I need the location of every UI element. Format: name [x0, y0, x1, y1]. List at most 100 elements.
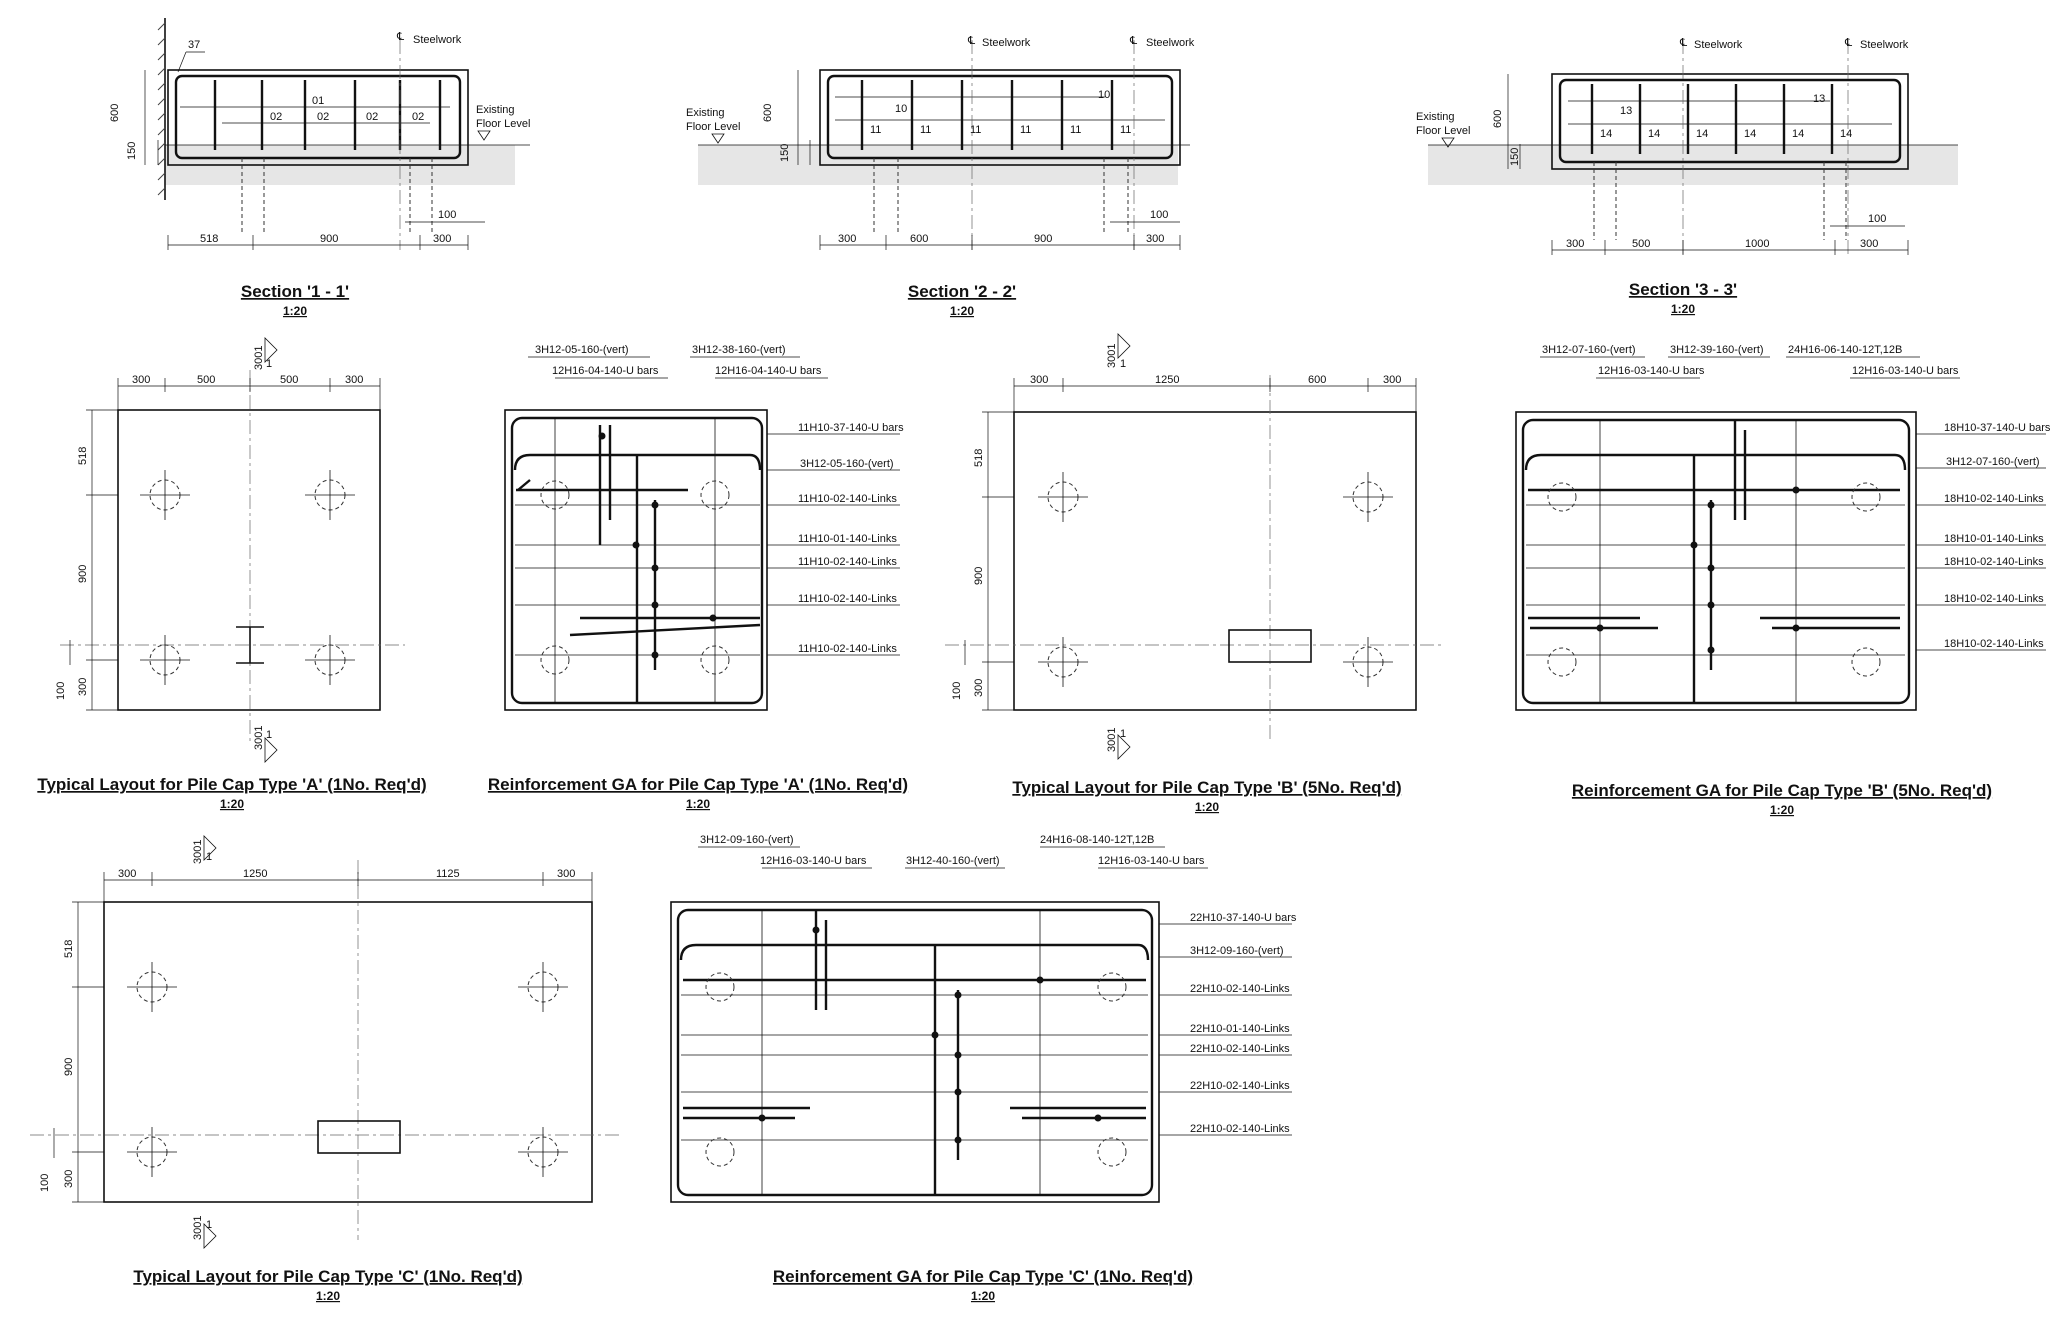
- bar-point: [1596, 624, 1604, 632]
- rebar-label: 3H12-05-160-(vert): [800, 458, 894, 470]
- steelwork-label: Steelwork: [1694, 39, 1743, 51]
- bar-mark: 11: [970, 124, 981, 136]
- scale-label: 1:20: [316, 1289, 340, 1303]
- rebar-label: 11H10-02-140-Links: [798, 643, 897, 655]
- rebar-label: 3H12-07-160-(vert): [1542, 344, 1636, 356]
- dimension: 500: [1632, 238, 1650, 250]
- steelwork-label: Steelwork: [1860, 39, 1909, 51]
- rebar-label: 18H10-37-140-U bars: [1944, 422, 2051, 434]
- floor-level-label: Floor Level: [686, 121, 740, 133]
- dimension: 600: [910, 233, 928, 245]
- dimension: 300: [1030, 374, 1048, 386]
- bar-mark: 14: [1792, 128, 1804, 140]
- centreline-label: ℄: [967, 35, 975, 47]
- floor-level-label: Existing: [686, 107, 725, 119]
- u-bar-loop: [1521, 418, 1911, 705]
- dimension: 100: [1868, 213, 1886, 225]
- reinforcement-ga-type-b: 3H12-07-160-(vert) 12H16-03-140-U bars 3…: [1515, 344, 2051, 817]
- reinforcement-title: Reinforcement GA for Pile Cap Type 'B' (…: [1572, 781, 1992, 800]
- rebar-label: 3H12-09-160-(vert): [700, 834, 794, 846]
- floor-slab: [1428, 145, 1958, 185]
- section-1-1: 37 01 02 02 02 02 600 150 518 900 300 10…: [109, 18, 530, 318]
- pile-marker: [518, 1127, 568, 1177]
- centreline-label: ℄: [1679, 37, 1687, 49]
- pile-cap-outline: [670, 901, 1160, 1203]
- steelwork-label: Steelwork: [1146, 37, 1195, 49]
- section-2-2: 10 10 11 11 11 11 11 11 600 150 300 600 …: [686, 35, 1195, 318]
- dimension: 300: [345, 374, 363, 386]
- rebar-label: 12H16-03-140-U bars: [1098, 855, 1205, 867]
- dimension: 1250: [243, 868, 267, 880]
- u-bar-cage: [826, 74, 1174, 160]
- u-bar-cage: [1558, 78, 1902, 164]
- bar-mark: 02: [412, 111, 424, 123]
- dimension: 500: [280, 374, 298, 386]
- rebar-label: 12H16-03-140-U bars: [760, 855, 867, 867]
- bar-mark: 11: [1020, 124, 1031, 136]
- rebar-label: 22H10-01-140-Links: [1190, 1023, 1290, 1035]
- svg-text:1: 1: [206, 1219, 212, 1231]
- section-title: Section '2 - 2': [908, 282, 1016, 301]
- pile-cap-outline: [1515, 411, 1917, 711]
- scale-label: 1:20: [220, 797, 244, 811]
- dimension: 600: [1492, 110, 1504, 128]
- svg-text:1: 1: [1120, 358, 1126, 370]
- bar-mark: 02: [366, 111, 378, 123]
- dimension: 300: [557, 868, 575, 880]
- bar-point: [931, 1031, 939, 1039]
- dimension: 300: [1566, 238, 1584, 250]
- pile-marker: [305, 470, 355, 520]
- dimension: 900: [77, 565, 89, 583]
- bar-point: [651, 564, 659, 572]
- steelwork-label: Steelwork: [413, 34, 462, 46]
- dimension: 600: [109, 104, 121, 122]
- rebar-label: 18H10-02-140-Links: [1944, 556, 2044, 568]
- dimension: 300: [118, 868, 136, 880]
- dimension: 600: [1308, 374, 1326, 386]
- bar-point: [598, 432, 606, 440]
- dimension: 300: [433, 233, 451, 245]
- rebar-label: 3H12-05-160-(vert): [535, 344, 629, 356]
- bar-mark: 11: [1070, 124, 1081, 136]
- pile-cap-section: [1551, 73, 1909, 170]
- bar-point: [632, 541, 640, 549]
- svg-text:1: 1: [266, 358, 272, 370]
- bar-point: [758, 1114, 766, 1122]
- rebar-label: 18H10-01-140-Links: [1944, 533, 2044, 545]
- floor-level-label: Existing: [476, 104, 515, 116]
- svg-text:1: 1: [206, 851, 212, 863]
- bar-mark: 11: [920, 124, 931, 136]
- layout-title: Typical Layout for Pile Cap Type 'A' (1N…: [37, 775, 426, 794]
- bar-mark: 14: [1696, 128, 1708, 140]
- rebar-label: 22H10-02-140-Links: [1190, 1123, 1290, 1135]
- steel-column: [236, 626, 264, 664]
- rebar-label: 22H10-02-140-Links: [1190, 1080, 1290, 1092]
- dimension: 300: [1146, 233, 1164, 245]
- centreline-label: ℄: [1129, 35, 1137, 47]
- dimension: 150: [779, 144, 791, 162]
- dimension: 100: [39, 1174, 51, 1192]
- dimension: 100: [951, 682, 963, 700]
- floor-level-label: Existing: [1416, 111, 1455, 123]
- rebar-label: 11H10-01-140-Links: [798, 533, 897, 545]
- dimension: 900: [973, 567, 985, 585]
- bar-point: [1690, 541, 1698, 549]
- u-bar-cage: [174, 74, 462, 160]
- svg-text:3001: 3001: [253, 346, 265, 370]
- scale-label: 1:20: [971, 1289, 995, 1303]
- level-marker: [477, 130, 491, 141]
- rebar-label: 24H16-06-140-12T,12B: [1788, 344, 1902, 356]
- bar-mark: 14: [1840, 128, 1852, 140]
- pile-cap-outline: [504, 409, 768, 711]
- steelwork-label: Steelwork: [982, 37, 1031, 49]
- reinforcement-ga-type-c: 3H12-09-160-(vert) 12H16-03-140-U bars 3…: [670, 834, 1297, 1303]
- dimension: 900: [63, 1058, 75, 1076]
- layout-type-c: 300 1250 1125 300 518 900 300 100 3001 1…: [30, 835, 620, 1303]
- section-marker-top: 3001 1: [192, 835, 217, 864]
- dimension: 1000: [1745, 238, 1769, 250]
- pile-marker: [127, 1127, 177, 1177]
- dimension: 518: [63, 940, 75, 958]
- pile-cap-section: [819, 69, 1181, 166]
- bar-mark: 14: [1648, 128, 1660, 140]
